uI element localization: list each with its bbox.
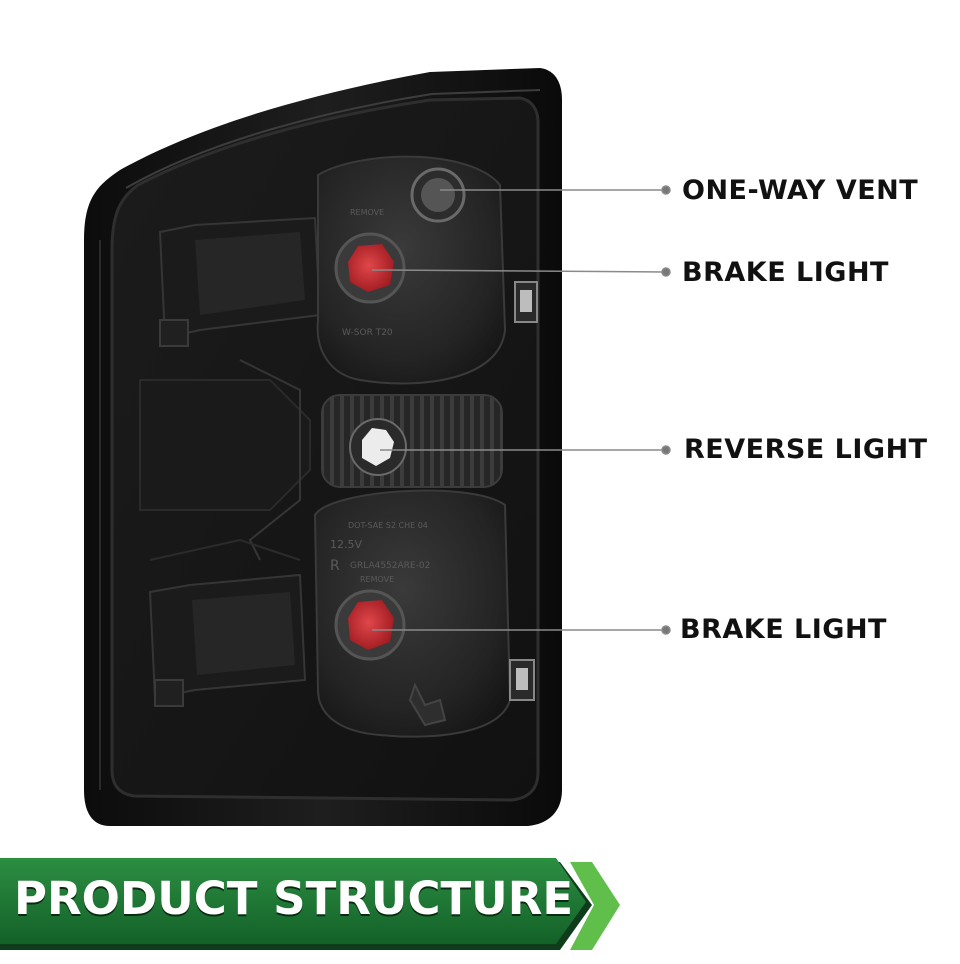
banner-title: PRODUCT STRUCTURE <box>14 872 574 925</box>
product-structure-banner <box>0 858 620 950</box>
svg-text:GRLA4552ARE-02: GRLA4552ARE-02 <box>350 561 430 571</box>
svg-text:REMOVE: REMOVE <box>360 575 394 584</box>
svg-text:DOT-SAE S2 CHE 04: DOT-SAE S2 CHE 04 <box>348 521 428 530</box>
callout-brake-light-bottom: BRAKE LIGHT <box>680 614 887 645</box>
svg-text:R: R <box>330 558 340 574</box>
callout-reverse-light: REVERSE LIGHT <box>684 434 928 465</box>
svg-text:12.5V: 12.5V <box>330 538 362 551</box>
callout-one-way-vent: ONE-WAY VENT <box>682 175 919 206</box>
svg-text:W-SOR T20: W-SOR T20 <box>342 328 393 338</box>
callout-leaders <box>371 185 671 635</box>
svg-text:REMOVE: REMOVE <box>350 208 384 217</box>
callout-brake-light-top: BRAKE LIGHT <box>682 257 889 288</box>
